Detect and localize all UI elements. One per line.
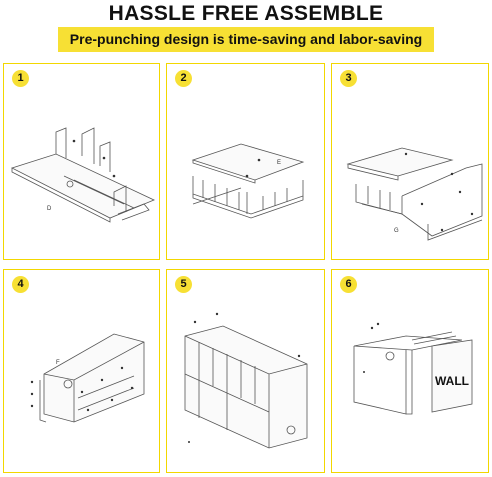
step-1-illustration: D [10, 127, 155, 223]
step-badge-3: 3 [340, 70, 357, 87]
step-3-illustration: G [346, 147, 483, 241]
step-4-illustration: F [30, 333, 145, 423]
subtitle-banner: Pre-punching design is time-saving and l… [58, 27, 434, 52]
step-5-illustration [184, 312, 308, 449]
step-panel-2: E 2 [166, 63, 325, 260]
step-4-label-f: F [56, 360, 60, 366]
step-badge-4: 4 [12, 276, 29, 293]
subtitle-text: Pre-punching design is time-saving and l… [69, 31, 423, 47]
step-panel-1: D 1 [3, 63, 160, 260]
step-6-label-wall: WALL [435, 374, 469, 388]
step-6-illustration: WALL [353, 322, 473, 415]
step-2-label-e: E [277, 160, 281, 166]
step-badge-1: 1 [12, 70, 29, 87]
step-1-label-d: D [47, 206, 52, 212]
step-panel-4: F 4 [3, 269, 160, 473]
step-2-illustration: E [191, 143, 305, 219]
step-3-label-g: G [394, 228, 399, 234]
page-title: HASSLE FREE ASSEMBLE [108, 2, 384, 25]
step-panel-3: G 3 [331, 63, 489, 260]
step-badge-6: 6 [340, 276, 357, 293]
step-panel-6: WALL 6 [331, 269, 489, 473]
step-badge-5: 5 [175, 276, 192, 293]
step-badge-2: 2 [175, 70, 192, 87]
step-panel-5: 5 [166, 269, 325, 473]
